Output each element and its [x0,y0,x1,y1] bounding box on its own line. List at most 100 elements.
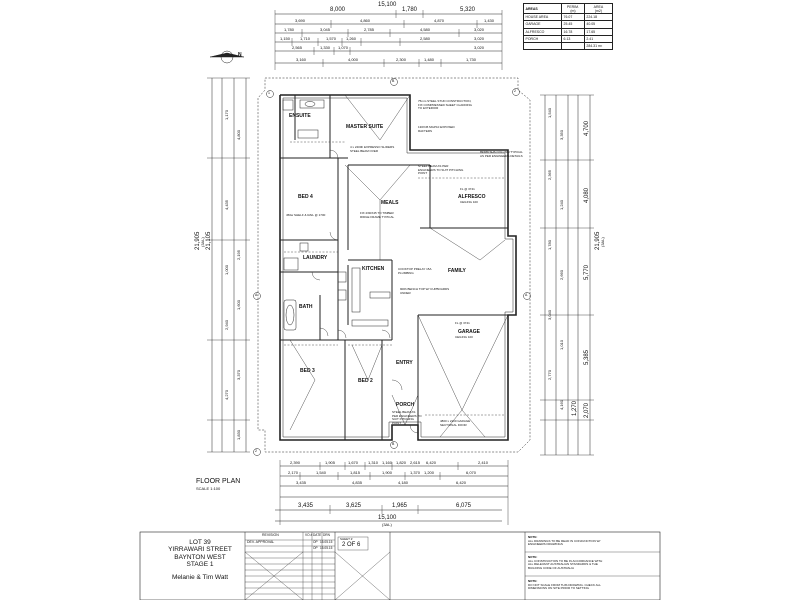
note-fix: FIX 2/90X45 TO TIMBER RIDGE FRAME TYPICA… [360,211,395,219]
note-text-2: ALL CONSTRUCTION TO BE IN ACCORDANCE WIT… [528,558,603,570]
top-row3-2: 2,785 [364,27,375,32]
note-heading-2: NOTE: [528,555,538,559]
right-small-6: 3,040 [547,309,552,320]
room-bath: BATH [299,304,313,310]
left-inner-dim: 21,105 [206,231,212,250]
room-porch: PORCH [396,402,415,408]
left-small-4: 1,000 [224,264,229,275]
bot-row3-1: 4,835 [352,480,363,485]
bot-row3-0: 3,435 [296,480,307,485]
room-laundry: LAUNDRY [303,255,328,261]
room-bed-3: BED 3 [300,368,315,374]
note-alfresco-ceiling: CEILING 100 [460,200,478,204]
bot-row2-4: 1,370 [410,470,421,475]
top-row2-0: 3,690 [295,18,306,23]
room-ensuite: ENSUITE [289,113,311,119]
note-text-3: DO NOT SCALE FROM THIS DRAWING. CHECK AL… [528,582,601,591]
note-block-3: NOTE: DO NOT SCALE FROM THIS DRAWING. CH… [528,579,608,591]
rev-row-desc: DEV. APPROVAL [247,540,275,544]
top-row3-4: 3,020 [474,27,485,32]
room-family: FAMILY [448,268,466,274]
note-block-1: NOTE: ALL DRAWINGS TO BE READ IN CONJUNC… [528,535,608,547]
top-row6-0: 3,160 [296,57,307,62]
title-block-project: LOT 39 YIRRAWARI STREET BAYNTON WEST STA… [160,539,240,581]
top-row4-0: 1,150 [280,36,291,41]
top-row6-3: 1,480 [424,57,435,62]
bot-overall-dim: 15,100 [378,515,397,521]
revision-header: REVISION [262,533,279,537]
note-cooktop: COOKTOP PRELAY 15A PLUMBING [398,267,432,275]
bot-row2-0: 2,170 [288,470,299,475]
left-small-8: 4,270 [224,389,229,400]
bot-row2-1: 1,540 [316,470,327,475]
right-seg-2: 5,770 [584,264,590,280]
top-row6-1: 4,000 [348,57,359,62]
left-small-7: 3,370 [236,369,241,380]
areas-col-area: AREA(m2) [583,2,614,15]
right-seg-5: 1,270 [572,400,578,416]
top-seg-3: 5,320 [460,7,476,13]
note-block-2: NOTE: ALL CONSTRUCTION TO BE IN ACCORDAN… [528,555,608,570]
floor-plan-scale: SCALE 1:100 [196,486,221,491]
bot-row2-6: 6,070 [466,470,477,475]
right-seg-0: 4,700 [584,120,590,136]
room-meals: MEALS [381,200,399,206]
note-heading-3: NOTE: [528,579,538,583]
stage-label: STAGE 1 [186,561,214,569]
bot-row2-5: 1,200 [424,470,435,475]
bot-row1-4: 1,160 [382,460,393,465]
top-row4-3: 1,260 [346,36,357,41]
room-garage: GARAGE [458,329,480,335]
room-entry: ENTRY [396,360,413,366]
top-row2-2: 4,870 [434,18,445,23]
left-small-0: 1,170 [224,109,229,120]
top-row5-1: 1,330 [320,45,331,50]
left-small-2: 4,435 [224,199,229,210]
right-small-7: 1,010 [559,339,564,350]
note-garage-door: 4800 x 2100 GARAGE SECTIONAL DOOR [440,419,471,427]
lot-label: LOT 39 [189,539,211,546]
bot-overall-tag: (3AL) [382,522,392,527]
bot-row1-6: 2,615 [410,460,421,465]
right-seg-1: 4,080 [584,187,590,203]
top-row4-1: 1,710 [300,36,311,41]
bot-row1-1: 1,905 [325,460,336,465]
suburb-label: BAYNTON WEST [174,553,226,561]
note-wall: 4 x 2400h EXPRESSO SLIDERS STEEL BEAM OV… [350,145,395,153]
left-small-1: 4,800 [236,129,241,140]
note-text-1: ALL DRAWINGS TO BE READ IN CONJUNCTION W… [528,538,601,547]
bot-row1-0: 2,390 [290,460,301,465]
bot-row1-5: 1,820 [396,460,407,465]
note-heading-1: NOTE: [528,535,538,539]
note-beam: STEEL BEAM AS PER ENGINEERS TO SUIT PITC… [418,164,464,176]
left-small-9: 1,830 [236,429,241,440]
top-row6-4: 1,730 [466,57,477,62]
top-row4-4: 2,580 [420,36,431,41]
note-rafter: 130X45 MGP10 EXPOSED RAFTERS [418,125,455,133]
right-small-8: 2,770 [547,369,552,380]
north-label: N [238,52,242,58]
right-small-4: 1,780 [547,239,552,250]
top-row5-3: 3,020 [474,45,485,50]
floor-plan-heading: FLOOR PLAN [196,478,241,485]
top-seg-1: 8,000 [330,7,346,13]
rev-row2-drn: OP [313,546,318,550]
note-bench: 900h BENCH TOP W/ CUPBOARDS UNDER [400,287,450,295]
left-small-6: 2,940 [224,319,229,330]
rev-col-date: DATE [313,533,322,537]
top-overall-dim: 15,100 [378,2,397,8]
bot-row2-3: 1,900 [382,470,393,475]
table-row: 284.31 m² [522,41,614,51]
right-small-3: 1,240 [559,199,564,210]
note-roof: 75mm STEEL STUD CONSTRUCTION, FIX COMPRE… [418,99,472,111]
sheet-label: SHEET # [340,537,353,541]
left-small-3: 2,195 [236,249,241,260]
bot-row3-2: 4,180 [398,480,409,485]
bot-row1-7: 6,420 [426,460,437,465]
bot-row4-2: 1,965 [392,503,408,509]
